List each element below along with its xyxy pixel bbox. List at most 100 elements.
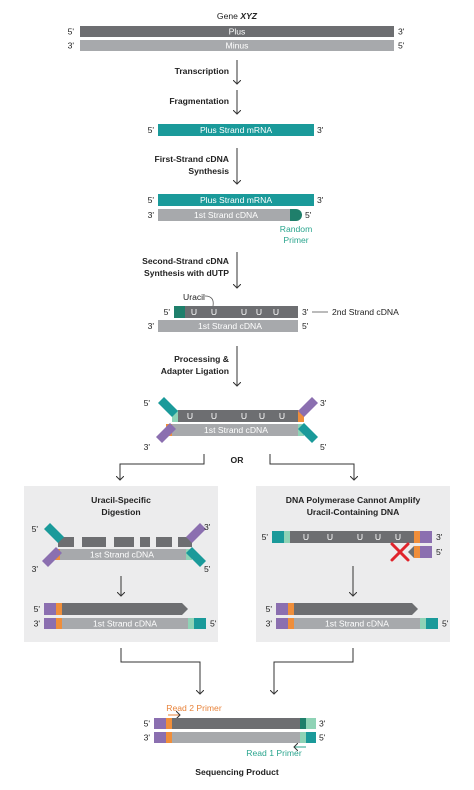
left-panel-title-1: Uracil-Specific xyxy=(91,495,151,505)
product-bottom-three-prime: 3' xyxy=(144,733,151,743)
or-label: OR xyxy=(231,455,245,465)
right-result-five-prime-right: 5' xyxy=(442,619,449,629)
product-top-five-prime: 5' xyxy=(144,719,151,729)
adapter-bottom-left xyxy=(156,423,176,443)
left-result-three-prime: 3' xyxy=(34,619,41,629)
read1-primer-label: Read 1 Primer xyxy=(246,748,302,758)
cdna-five-prime: 5' xyxy=(305,210,312,220)
digest-adapter-top-left xyxy=(44,523,64,543)
product-top-dark-teal xyxy=(300,718,306,729)
left-result-bottom-purple xyxy=(44,618,56,629)
digested-fragment-5 xyxy=(156,537,172,547)
right-result-top-orange xyxy=(288,603,294,615)
uracil-label: Uracil xyxy=(183,292,205,302)
ligated-top-right-orange xyxy=(298,410,304,422)
step-transcription: Transcription xyxy=(175,66,229,76)
left-result-top-purple xyxy=(44,603,56,615)
ligated-u4: U xyxy=(259,411,265,421)
uracil-u4: U xyxy=(256,307,262,317)
right-u2: U xyxy=(327,532,333,542)
left-result-top-strand xyxy=(62,603,188,615)
digest-five-prime-left: 5' xyxy=(32,524,39,534)
right-top-green xyxy=(284,531,290,543)
split-connector-left xyxy=(120,454,205,480)
random-primer-label-1: Random xyxy=(280,224,312,234)
right-top-purple xyxy=(420,531,432,543)
minus-strand-bar xyxy=(80,40,394,51)
ligated-five-prime-right: 5' xyxy=(320,442,327,452)
left-result-five-prime: 5' xyxy=(34,604,41,614)
mrna-three-prime: 3' xyxy=(317,125,324,135)
step-processing-1: Processing & xyxy=(174,354,229,364)
right-result-five-prime: 5' xyxy=(266,604,273,614)
product-top-green xyxy=(306,718,316,729)
left-result-bottom-green xyxy=(188,618,194,629)
blocked-x-icon xyxy=(390,542,410,562)
adapter-bottom-right xyxy=(298,423,318,443)
product-bottom-strand xyxy=(172,732,300,743)
digested-fragment-3 xyxy=(114,537,134,547)
merge-connector-left xyxy=(120,648,200,694)
product-bottom-five-prime: 5' xyxy=(319,733,326,743)
digested-fragment-1 xyxy=(58,537,74,547)
product-top-purple xyxy=(154,718,166,729)
ligated-cdna-label: 1st Strand cDNA xyxy=(204,425,268,435)
ligated-three-prime-right: 3' xyxy=(320,398,327,408)
uracil-pointer xyxy=(204,295,214,307)
product-top-three-prime: 3' xyxy=(319,719,326,729)
cdna-three-prime: 3' xyxy=(148,210,155,220)
digested-fragment-2 xyxy=(82,537,106,547)
plus-five-prime: 5' xyxy=(68,27,75,37)
right-result-bottom-teal xyxy=(426,618,438,629)
step-processing-2: Adapter Ligation xyxy=(161,366,229,376)
step-second-strand-1: Second-Strand cDNA xyxy=(142,256,229,266)
right-u4: U xyxy=(375,532,381,542)
ligated-u3: U xyxy=(241,411,247,421)
mrna2-three-prime: 3' xyxy=(317,195,324,205)
right-top-strand xyxy=(284,531,414,543)
plus-strand-bar xyxy=(80,26,394,37)
right-result-top-strand xyxy=(294,603,418,615)
first-cdna-label-2: 1st Strand cDNA xyxy=(198,321,262,331)
uracil-u2: U xyxy=(211,307,217,317)
ligated-u2: U xyxy=(211,411,217,421)
digest-adapter-bottom-left xyxy=(42,547,62,567)
right-top-five-prime: 5' xyxy=(262,532,269,542)
mrna-label-2: Plus Strand mRNA xyxy=(200,195,272,205)
gene-title: Gene XYZ xyxy=(217,11,258,21)
first-cdna-bar xyxy=(158,209,296,221)
right-u5: U xyxy=(395,532,401,542)
mrna-bar-2 xyxy=(158,194,314,206)
second-cdna-label: 2nd Strand cDNA xyxy=(332,307,399,317)
ligated-bottom-strand xyxy=(172,424,304,436)
ligated-u1: U xyxy=(187,411,193,421)
first-cdna-bar-2 xyxy=(158,320,298,332)
digest-five-prime-right: 5' xyxy=(204,564,211,574)
product-top-strand xyxy=(172,718,300,729)
left-panel-title-2: Digestion xyxy=(101,507,140,517)
right-blocked-orange xyxy=(414,546,420,558)
right-result-cdna-label: 1st Strand cDNA xyxy=(325,619,389,629)
second-cdna-five-prime: 5' xyxy=(164,307,171,317)
mrna-bar xyxy=(158,124,314,136)
plus-three-prime: 3' xyxy=(398,27,405,37)
ligated-top-strand xyxy=(172,410,302,422)
adapter-top-right xyxy=(298,397,318,417)
minus-three-prime: 3' xyxy=(68,41,75,51)
digested-bottom-strand xyxy=(60,549,192,560)
right-result-top-purple xyxy=(276,603,288,615)
step-first-strand-2: Synthesis xyxy=(188,166,229,176)
step-first-strand-1: First-Strand cDNA xyxy=(155,154,230,164)
random-primer-shape xyxy=(290,209,302,221)
right-panel-title-2: Uracil-Containing DNA xyxy=(307,507,400,517)
right-panel-title-1: DNA Polymerase Cannot Amplify xyxy=(286,495,421,505)
minus-strand-label: Minus xyxy=(226,41,249,51)
product-top-orange xyxy=(166,718,172,729)
split-connector-right xyxy=(269,454,354,480)
uracil-u5: U xyxy=(273,307,279,317)
right-result-bottom-purple xyxy=(276,618,288,629)
digested-cdna-label: 1st Strand cDNA xyxy=(90,550,154,560)
digested-fragment-6 xyxy=(178,537,192,547)
left-result-five-prime-right: 5' xyxy=(210,619,217,629)
